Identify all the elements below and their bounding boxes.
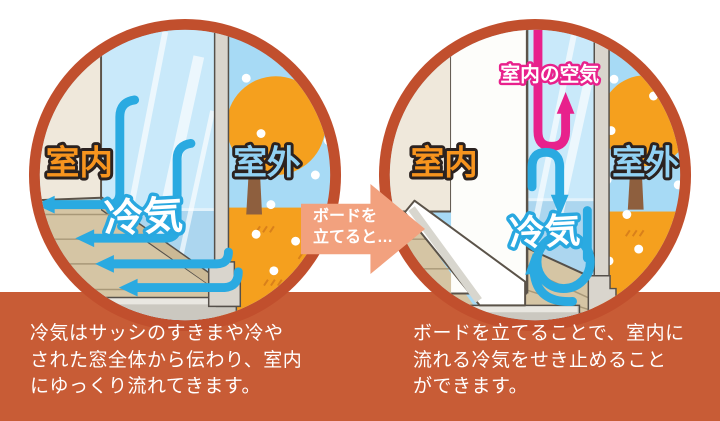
label-outdoor: 室外: [612, 143, 680, 182]
right-caption-line-3: ができます。: [413, 376, 529, 397]
cold-air-flow-arrows: [39, 95, 243, 297]
right-diagram-board-blocking: 室内の空気 室内 室外 冷気: [378, 18, 692, 332]
label-cold-air: 冷気: [103, 193, 184, 241]
right-caption-line-2: 流れる冷気をせき止めること: [413, 349, 667, 371]
left-caption-line-3: にゆっくり流れてきます。: [30, 376, 261, 397]
right-caption: ボードを立てることで、室内に 流れる冷気をせき止めること ができます。: [413, 321, 713, 401]
label-outdoor: 室外: [233, 143, 301, 182]
left-caption-line-1: 冷気はサッシのすきまや冷や: [30, 323, 284, 344]
left-caption: 冷気はサッシのすきまや冷や された窓全体から伝わり、室内 にゆっくり流れてきます…: [30, 321, 340, 401]
glass-reflection: [532, 31, 594, 248]
window-sash: [213, 29, 230, 267]
label-indoor-air: 室内の空気: [500, 63, 599, 86]
window-sash: [593, 29, 610, 280]
tree-foliage: [226, 76, 326, 175]
transition-line-2: 立てると…: [313, 229, 394, 246]
insulation-board: [403, 199, 527, 307]
transition-arrow-label: ボードを 立てると…: [313, 206, 393, 248]
left-caption-line-2: された窓全体から伝わり、室内: [30, 349, 303, 371]
transition-line-1: ボードを: [313, 208, 378, 225]
right-caption-line-1: ボードを立てることで、室内に: [413, 323, 685, 344]
left-diagram-cold-air-entering: 室内 室外 冷気: [28, 18, 342, 332]
label-indoor: 室内: [411, 143, 478, 182]
cold-air-flow-arrows: [525, 147, 595, 306]
label-cold-air: 冷気: [508, 210, 581, 254]
indoor-air-arrow: [533, 29, 575, 151]
label-indoor: 室内: [46, 143, 113, 182]
